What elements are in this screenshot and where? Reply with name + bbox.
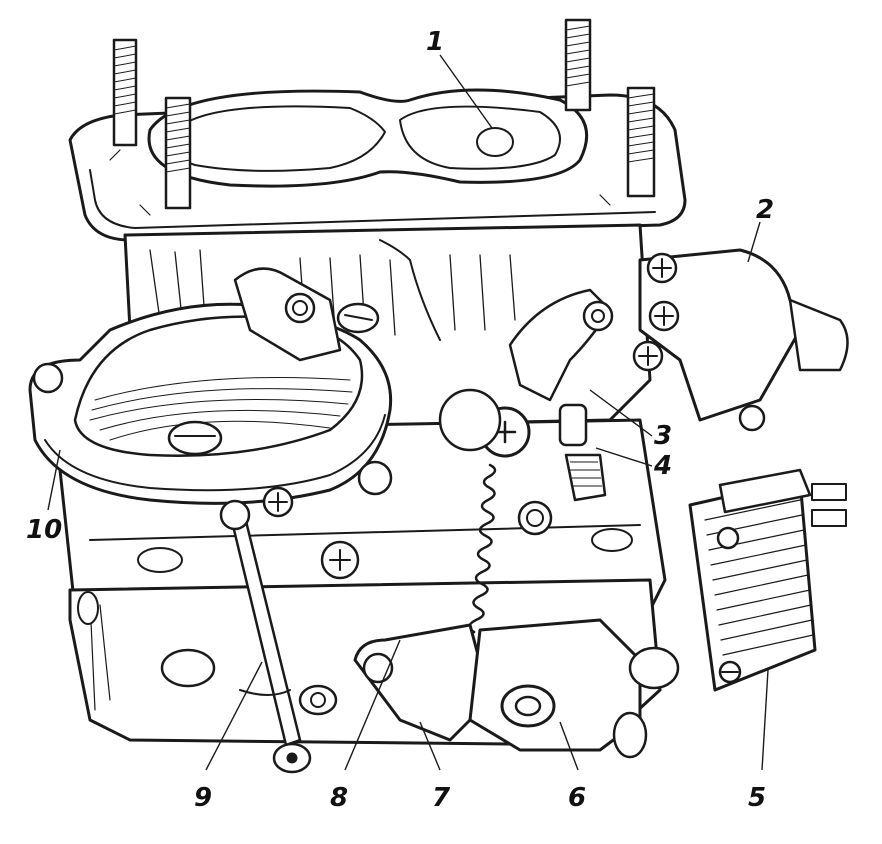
leader-3 [589,389,653,437]
stud-left-front [164,96,192,210]
diaphragm-rod [219,499,338,774]
leader-2 [747,221,761,263]
flange-studs [112,18,656,210]
callout-2: 2 [756,195,774,225]
callout-7: 7 [432,783,451,813]
vacuum-diaphragm [28,267,393,505]
throttle-lever [438,288,614,502]
leader-4 [595,447,653,467]
callout-9: 9 [194,783,212,813]
callout-6: 6 [568,783,586,813]
leader-5 [761,669,769,771]
stud-left-back [112,38,138,147]
body-screws [262,460,553,580]
callouts: 1 2 3 4 5 6 7 8 9 10 [26,27,774,813]
throttle-shaft-levers [160,618,680,759]
solenoid-valve [632,248,849,432]
callout-1: 1 [426,27,444,57]
microswitch [688,468,847,692]
callout-5: 5 [748,783,766,813]
leader-8 [344,639,401,771]
leader-lines [47,54,769,771]
callout-8: 8 [330,783,348,813]
callout-4: 4 [653,451,672,481]
leader-7 [419,721,441,771]
leader-1 [439,54,493,129]
leader-6 [559,721,579,771]
leader-9 [205,661,263,771]
callout-3: 3 [654,421,672,451]
top-flange [68,88,687,242]
callout-10: 10 [26,515,62,545]
leader-10 [47,449,61,511]
stud-right-back [564,18,592,112]
stud-right-front [626,86,656,198]
